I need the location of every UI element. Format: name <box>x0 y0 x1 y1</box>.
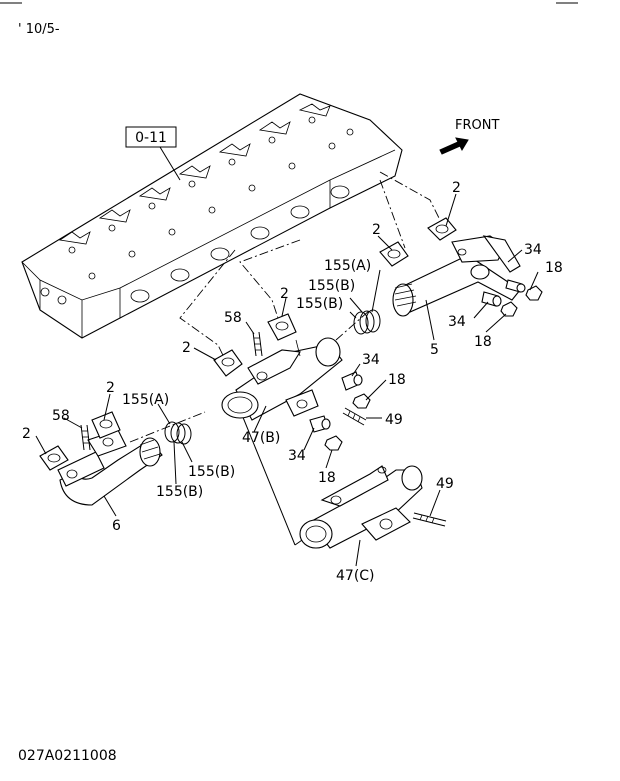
callout-snap-ring-155a: 155(A) <box>324 258 371 274</box>
drawing-code: 027A0211008 <box>18 748 117 764</box>
callout-bolt-49: 49 <box>436 476 454 492</box>
callout-gasket-2: 2 <box>452 180 461 196</box>
callout-nut-18: 18 <box>545 260 563 276</box>
callout-pipe-47b: 47(B) <box>242 430 280 446</box>
gasket-left-lower <box>39 445 69 471</box>
callout-gasket-2: 2 <box>106 380 115 396</box>
callout-gasket-2: 2 <box>372 222 381 238</box>
callout-pipe-47c: 47(C) <box>336 568 375 584</box>
callout-sleeve-34: 34 <box>362 352 380 368</box>
exhaust-pipe-6 <box>57 429 163 506</box>
callout-nut-18: 18 <box>318 470 336 486</box>
callout-snap-ring-155b: 155(B) <box>308 278 355 294</box>
sleeve-nut-center <box>309 371 371 451</box>
callout-pipe-5: 5 <box>430 342 439 358</box>
callout-snap-ring-155b: 155(B) <box>156 484 203 500</box>
front-label: FRONT <box>455 118 499 133</box>
callout-sleeve-34: 34 <box>288 448 306 464</box>
callout-gasket-2: 2 <box>280 286 289 302</box>
exhaust-pipe-47b <box>221 337 343 421</box>
callout-pipe-6: 6 <box>112 518 121 534</box>
gasket-upper-mid <box>379 241 409 267</box>
date-code: ' 10/5- <box>18 22 60 37</box>
stud-58-center <box>252 331 263 357</box>
reference-box-leader <box>159 146 181 181</box>
snap-rings-upper <box>353 309 381 335</box>
callout-snap-ring-155b: 155(B) <box>296 296 343 312</box>
callout-stud-58: 58 <box>52 408 70 424</box>
callout-bolt-49: 49 <box>385 412 403 428</box>
callout-nut-18: 18 <box>474 334 492 350</box>
front-arrow-icon <box>439 137 469 155</box>
stud-58-left <box>80 424 91 451</box>
callout-leaders <box>35 193 539 567</box>
gasket-center-top <box>267 313 297 341</box>
callout-sleeve-34: 34 <box>524 242 542 258</box>
callout-sleeve-34: 34 <box>448 314 466 330</box>
gasket-upper-right <box>427 217 457 241</box>
callout-snap-ring-155b: 155(B) <box>188 464 235 480</box>
callout-gasket-2: 2 <box>22 426 31 442</box>
snap-rings-lower <box>164 421 192 445</box>
callout-gasket-2: 2 <box>182 340 191 356</box>
exhaust-pipe-47c <box>299 465 423 549</box>
gasket-center-left <box>213 349 243 377</box>
cylinder-head-drawing <box>21 93 403 339</box>
callout-snap-ring-155a: 155(A) <box>122 392 169 408</box>
bolt-49-center <box>342 407 367 426</box>
exhaust-pipe-5 <box>392 235 521 317</box>
reference-box-label: 0-11 <box>135 130 167 146</box>
callout-stud-58: 58 <box>224 310 242 326</box>
reference-box-frame <box>125 126 177 148</box>
callout-nut-18: 18 <box>388 372 406 388</box>
bolt-49-lower <box>412 512 447 527</box>
